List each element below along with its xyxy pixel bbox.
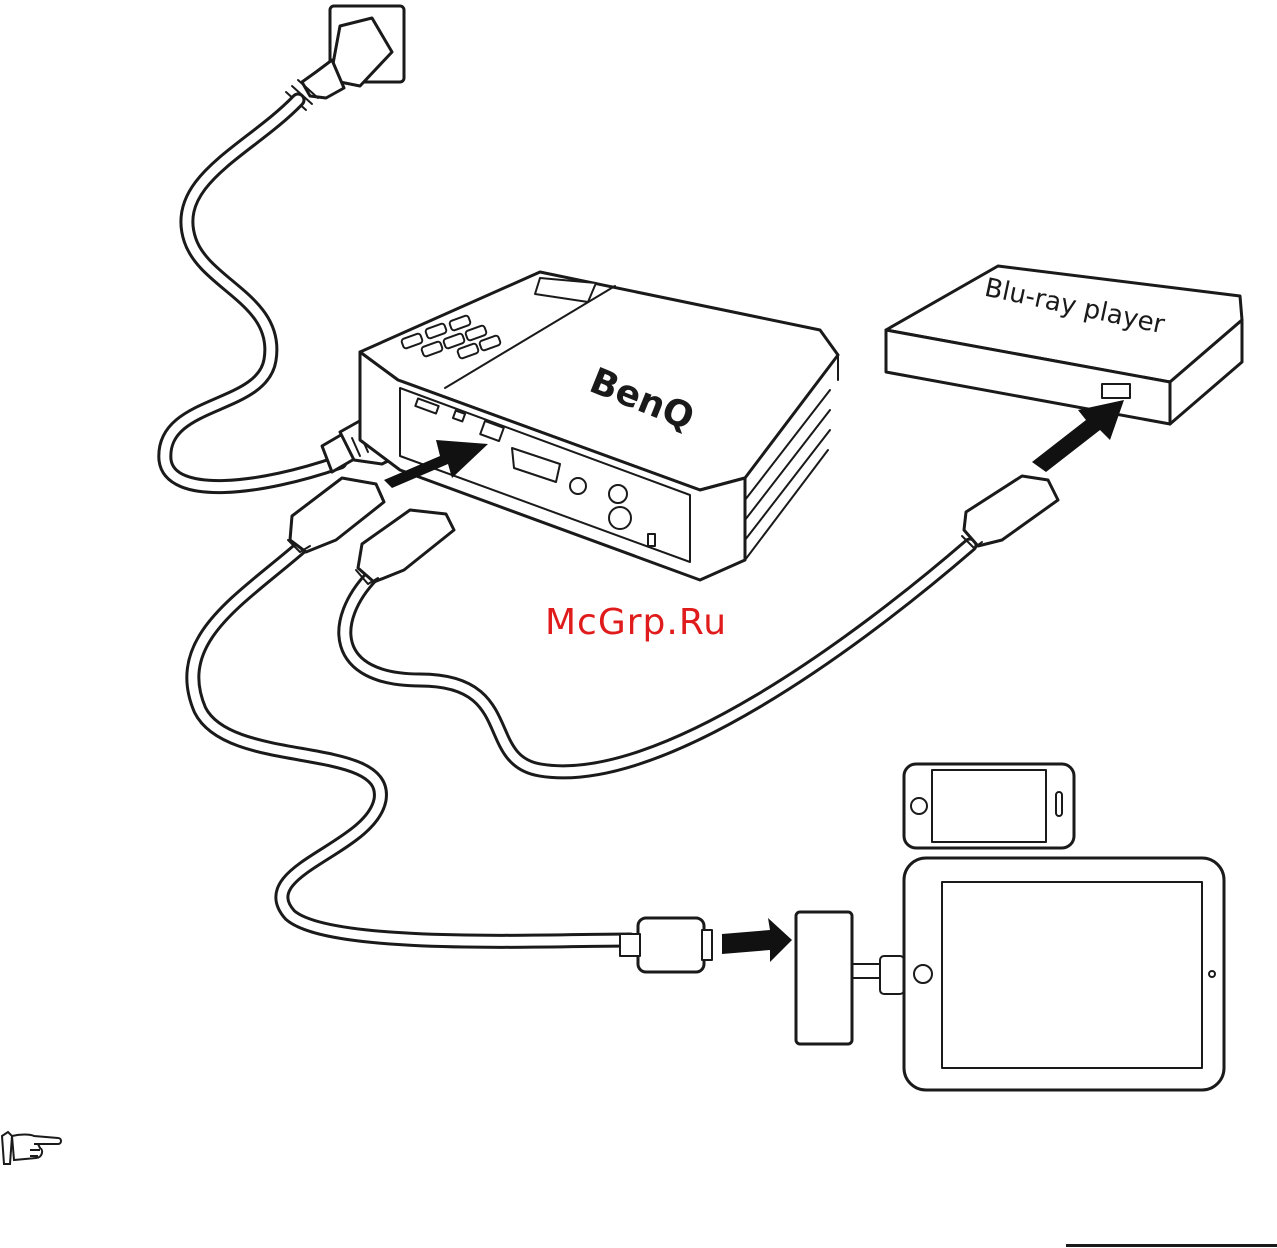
connect-arrow-icon — [722, 918, 792, 962]
page-rule — [1066, 1244, 1277, 1247]
av-adapter — [796, 912, 904, 1044]
watermark-text: McGrp.Ru — [545, 602, 727, 643]
power-cord — [165, 100, 340, 487]
hdmi-connector-icon — [620, 918, 712, 972]
hdmi-connector-icon — [356, 510, 454, 584]
connect-arrow-icon — [1032, 400, 1124, 472]
hdmi-cable-bluray — [345, 545, 970, 772]
blu-ray-player: Blu-ray player — [886, 266, 1242, 424]
hdmi-connector-icon — [962, 476, 1058, 548]
tablet — [904, 858, 1224, 1090]
smartphone — [904, 764, 1074, 848]
pointing-hand-note-icon — [0, 1128, 64, 1168]
